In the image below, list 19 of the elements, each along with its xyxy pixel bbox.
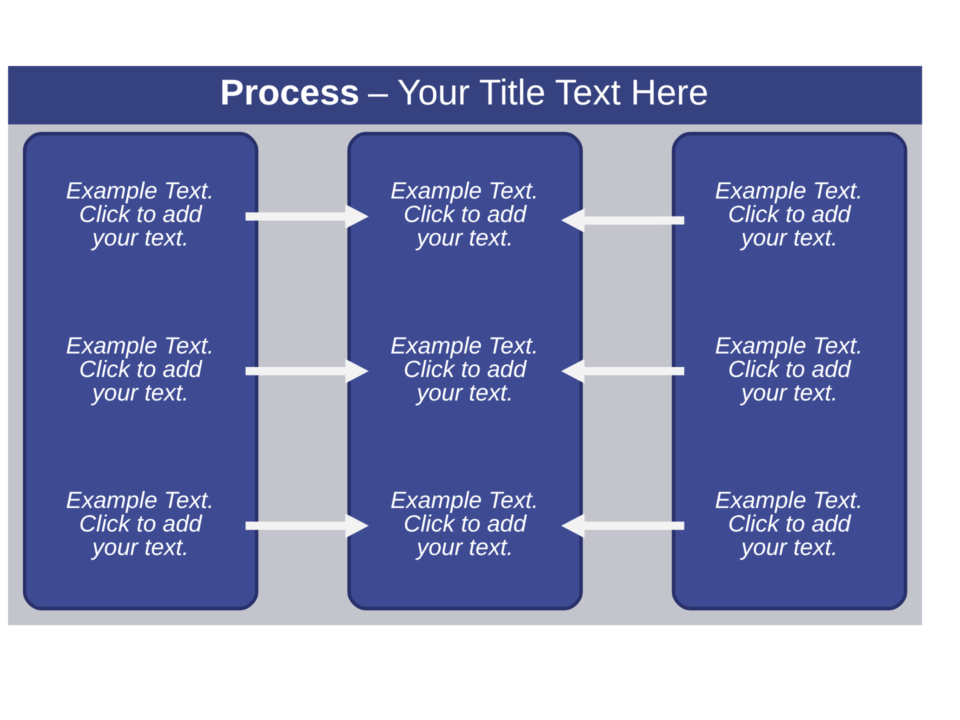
cluster	[672, 131, 908, 610]
diagram-title: Process – Your Title Text Here	[220, 72, 708, 112]
arrow	[246, 204, 369, 228]
arrow	[561, 358, 684, 383]
arrow	[561, 512, 684, 538]
arrow	[246, 512, 369, 538]
node-text: Example Text. Click to add your text.	[390, 486, 538, 560]
cluster	[22, 131, 258, 610]
node-text: Example Text. Click to add your text.	[714, 332, 863, 405]
cluster	[347, 131, 583, 610]
arrow	[246, 358, 369, 383]
node-text: Example Text. Click to add your text.	[66, 332, 214, 405]
node-text: Example Text. Click to add your text.	[390, 177, 538, 250]
node-text: Example Text. Click to add your text.	[714, 177, 863, 250]
node-text: Example Text. Click to add your text.	[390, 332, 538, 405]
node-text: Example Text. Click to add your text.	[714, 486, 863, 560]
arrow	[561, 208, 684, 232]
node-text: Example Text. Click to add your text.	[66, 486, 214, 560]
node-text: Example Text. Click to add your text.	[66, 177, 214, 250]
